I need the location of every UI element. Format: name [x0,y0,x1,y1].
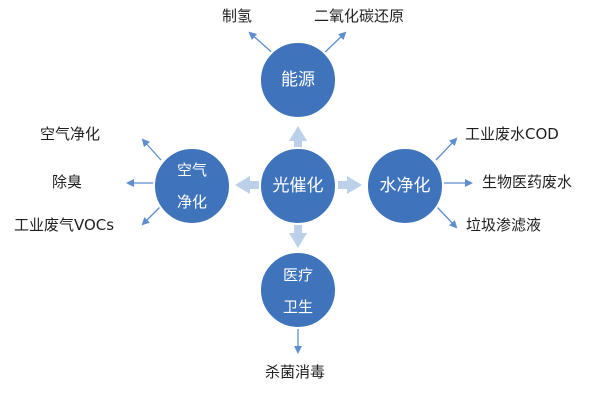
output-air-purification: 空气净化 [40,125,101,143]
output-deodorize: 除臭 [52,173,83,191]
block-arrow-left [235,176,259,194]
arrow-to-industrial-wastewater [435,137,458,161]
output-landfill-leachate: 垃圾渗滤液 [466,216,542,234]
medical-node [259,251,337,329]
center-node [259,147,337,225]
water-node-label: 水净化 [379,176,431,196]
medical-node-label-line1: 医疗 [282,266,313,284]
output-biomedical-wastewater: 生物医药废水 [482,173,573,191]
output-hydrogen: 制氢 [222,7,253,25]
arrow-to-industrial-vocs [141,205,162,226]
energy-node [259,41,337,119]
output-sterilization: 杀菌消毒 [265,363,326,381]
center-node-label: 光催化 [272,176,324,196]
energy-node-label: 能源 [281,70,315,90]
air-node [153,147,231,225]
output-industrial-wastewater: 工业废水COD [465,125,559,143]
water-node [366,147,444,225]
block-arrow-down [289,224,307,248]
arrow-to-landfill-leachate [435,205,458,229]
air-node-label-line2: 净化 [176,193,207,211]
output-industrial-vocs: 工业废气VOCs [14,216,115,234]
air-node-label-line1: 空气 [176,161,207,179]
output-co2-reduction: 二氧化碳还原 [314,7,405,25]
medical-node-label-line2: 卫生 [282,298,313,316]
arrow-to-air-purification [141,138,162,161]
block-arrow-up [289,126,307,150]
block-arrow-right [338,176,362,194]
